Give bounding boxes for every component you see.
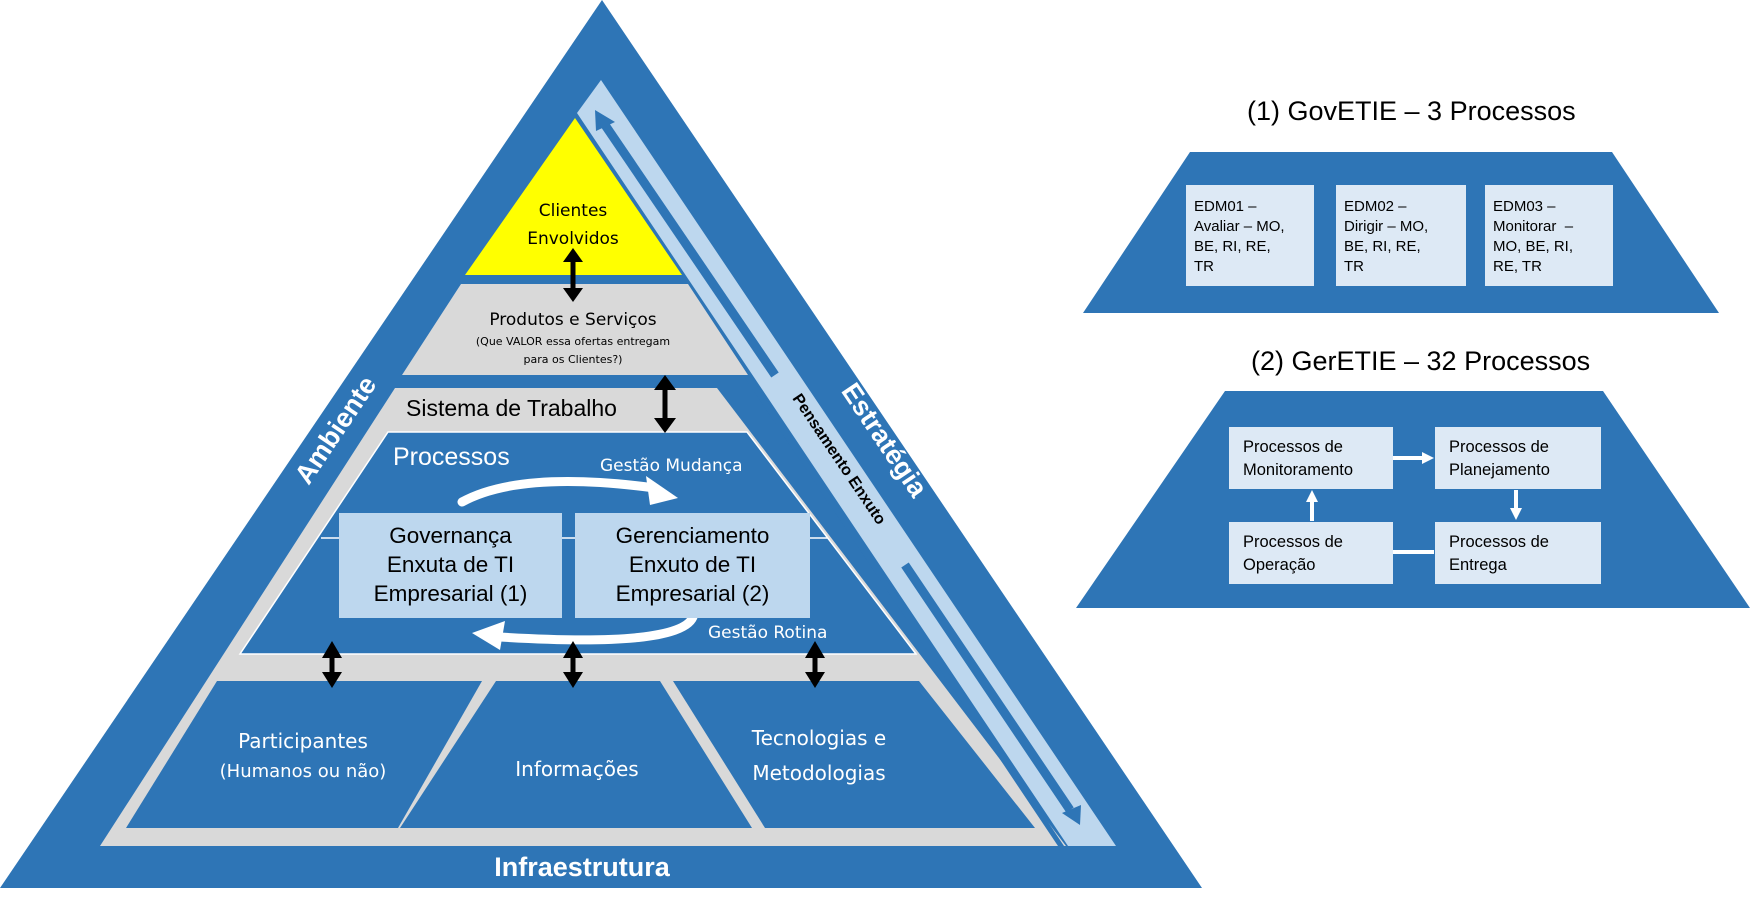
double-arrow-clients-products — [563, 248, 583, 302]
governance-box: Governança Enxuta de TI Empresarial (1) — [339, 513, 562, 618]
products-title: Produtos e Serviços — [489, 310, 656, 330]
products-trapezoid — [402, 284, 748, 375]
delivery-line1: Processos de — [1449, 533, 1549, 551]
govetie-title: (1) GovETIE – 3 Processos — [1247, 96, 1576, 126]
information-label: Informações — [515, 757, 638, 781]
planning-line1: Processos de — [1449, 438, 1549, 456]
management-line3: Empresarial (2) — [615, 581, 770, 606]
lean-arrow-down — [901, 562, 1074, 813]
delivery-line2: Entrega — [1449, 556, 1507, 574]
management-box: Gerenciamento Enxuto de TI Empresarial (… — [575, 513, 810, 618]
technologies-label-line2: Metodologias — [752, 761, 885, 785]
edm01-line2: Avaliar – MO, — [1194, 218, 1285, 235]
edm01-line4: TR — [1194, 258, 1214, 275]
govetie-box-edm02: EDM02 – Dirigir – MO, BE, RI, RE, TR — [1336, 185, 1466, 286]
participants-label-line1: Participantes — [238, 729, 368, 753]
edm03-line2: Monitorar – — [1493, 218, 1574, 235]
edm03-line3: MO, BE, RI, — [1493, 238, 1574, 255]
edm01-line1: EDM01 – — [1194, 198, 1257, 215]
govetie-box-edm01: EDM01 – Avaliar – MO, BE, RI, RE, TR — [1186, 185, 1314, 286]
geretie-title: (2) GerETIE – 32 Processos — [1251, 346, 1591, 376]
clients-label-line1: Clientes — [539, 201, 608, 221]
arrow-operation-to-monitoring — [1306, 490, 1318, 521]
monitoring-line1: Processos de — [1243, 438, 1343, 456]
monitoring-line2: Monitoramento — [1243, 461, 1354, 479]
edm03-line1: EDM03 – — [1493, 198, 1556, 215]
lean-arrow-up — [599, 119, 779, 378]
geretie-trapezoid — [1076, 391, 1750, 608]
govetie-box-edm03: EDM03 – Monitorar – MO, BE, RI, RE, TR — [1485, 185, 1613, 286]
edm03-line4: RE, TR — [1493, 258, 1542, 275]
management-line1: Gerenciamento — [615, 523, 770, 548]
routine-management-arrowhead — [472, 621, 505, 650]
change-management-arrow — [457, 477, 660, 507]
clients-triangle — [465, 118, 682, 275]
geretie-box-delivery: Processos de Entrega — [1435, 522, 1601, 584]
operation-line2: Operação — [1243, 556, 1316, 574]
governance-line1: Governança — [389, 523, 512, 548]
processes-title: Processos — [393, 443, 510, 471]
arrow-planning-to-delivery — [1510, 490, 1522, 520]
participants-label-line2: (Humanos ou não) — [220, 761, 387, 782]
edm02-line3: BE, RI, RE, — [1344, 238, 1421, 255]
double-arrow-participants — [322, 641, 342, 688]
clients-label-line2: Envolvidos — [527, 229, 619, 249]
change-management-label: Gestão Mudança — [600, 456, 743, 476]
lean-arrow-up-head — [595, 110, 615, 131]
element-box-technologies — [673, 681, 1035, 828]
routine-management-arrow — [495, 612, 698, 645]
products-subtitle-line2: para os Clientes?) — [524, 353, 623, 366]
planning-line2: Planejamento — [1449, 461, 1550, 479]
edm02-line2: Dirigir – MO, — [1344, 218, 1429, 235]
governance-line3: Empresarial (1) — [373, 581, 528, 606]
management-line2: Enxuto de TI — [628, 552, 757, 577]
edm02-line1: EDM02 – — [1344, 198, 1407, 215]
operation-line1: Processos de — [1243, 533, 1343, 551]
geretie-box-monitoring: Processos de Monitoramento — [1229, 427, 1393, 489]
governance-line2: Enxuta de TI — [386, 552, 515, 577]
routine-management-label: Gestão Rotina — [708, 623, 827, 643]
lean-arrow-down-head — [1062, 805, 1081, 825]
geretie-box-operation: Processos de Operação — [1229, 522, 1393, 584]
double-arrow-products-worksystem — [654, 375, 676, 433]
side-label-infrastructure: Infraestrutura — [494, 852, 671, 882]
double-arrow-information — [563, 641, 583, 688]
lean-thinking-strip — [577, 80, 1116, 846]
edm01-line3: BE, RI, RE, — [1194, 238, 1271, 255]
element-box-participants — [126, 681, 482, 828]
geretie-box-planning: Processos de Planejamento — [1435, 427, 1601, 489]
technologies-label-line1: Tecnologias e — [751, 726, 886, 750]
products-subtitle-line1: (Que VALOR essa ofertas entregam — [476, 335, 670, 348]
work-system-label: Sistema de Trabalho — [406, 395, 617, 421]
element-box-information — [400, 681, 752, 828]
double-arrow-technologies — [805, 641, 825, 688]
edm02-line4: TR — [1344, 258, 1364, 275]
change-management-arrowhead — [646, 476, 678, 505]
